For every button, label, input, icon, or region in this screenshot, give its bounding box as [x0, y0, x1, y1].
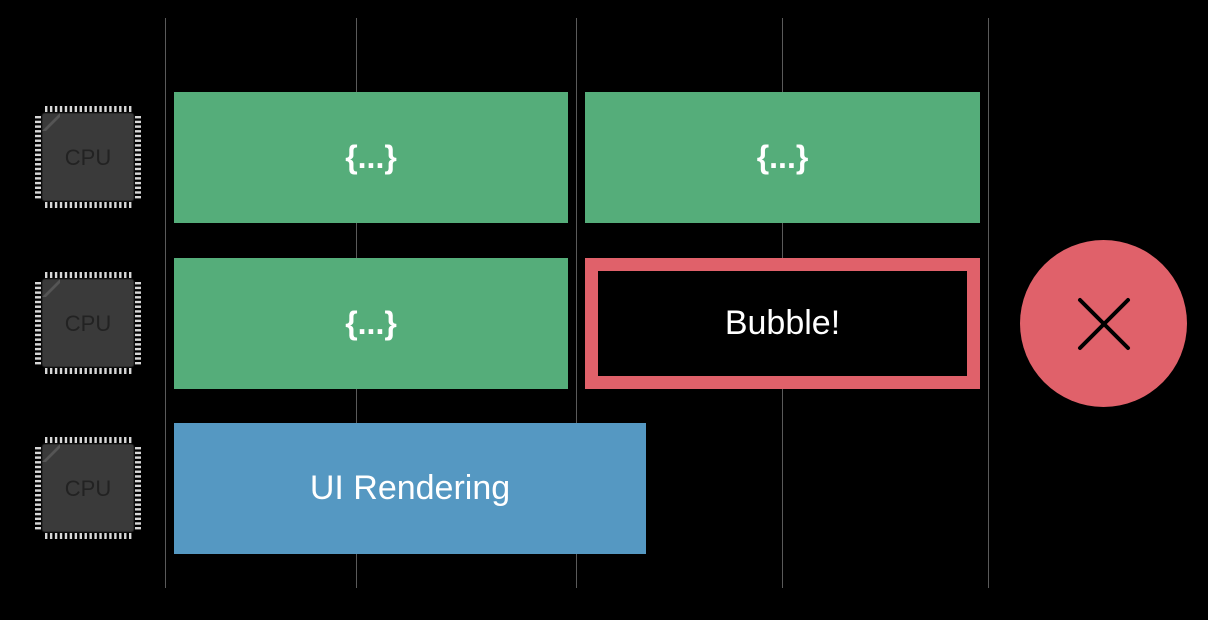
timeline-gridline [165, 18, 166, 588]
timeline-gridline [576, 18, 577, 588]
cpu-label: CPU [65, 311, 111, 336]
task-block: {...} [585, 92, 980, 223]
cpu-label: CPU [65, 476, 111, 501]
close-icon [1077, 297, 1130, 350]
bubble-block: Bubble! [585, 258, 980, 389]
timeline-gridline [988, 18, 989, 588]
cpu-chip-icon: CPU [34, 105, 142, 209]
cpu-pins [35, 106, 141, 208]
task-block: {...} [174, 92, 568, 223]
cpu-label: CPU [65, 145, 111, 170]
cpu-pins [35, 272, 141, 374]
cpu-chip-icon: CPU [34, 436, 142, 540]
cpu-pins [35, 437, 141, 539]
error-indicator [1020, 240, 1187, 407]
cpu-chip-icon: CPU [34, 271, 142, 375]
ui-rendering-block: UI Rendering [174, 423, 646, 554]
task-block: {...} [174, 258, 568, 389]
